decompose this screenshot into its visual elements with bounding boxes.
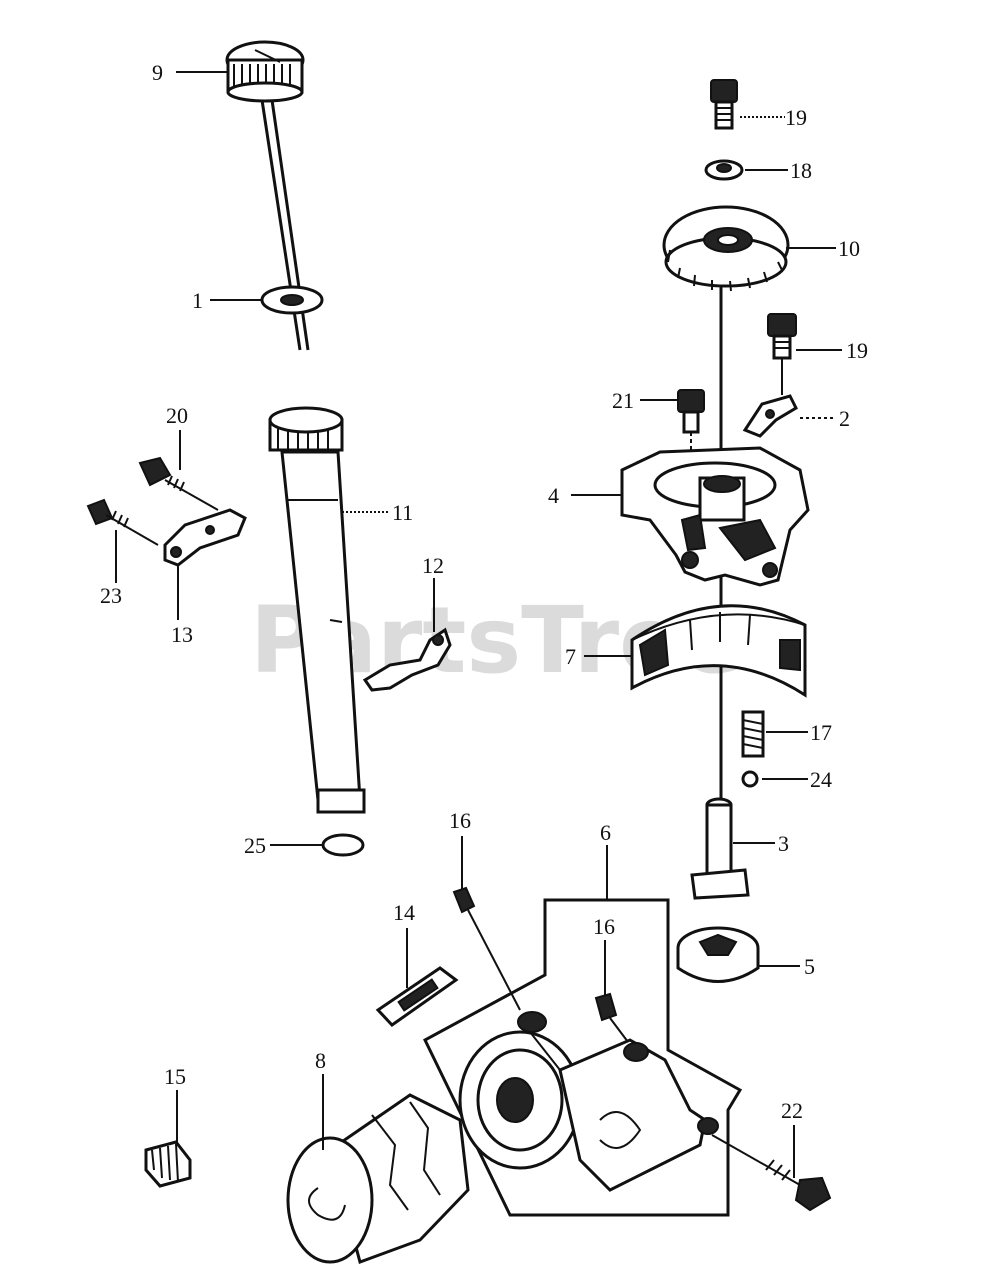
callout-labels: 9 1 11 20 23 13 12 25 19 18 10 19 21 2 4…: [100, 60, 868, 1123]
rotor-5-part[interactable]: [676, 926, 760, 983]
ball-24-part[interactable]: [741, 770, 759, 788]
clamp-12-part[interactable]: [362, 627, 452, 692]
callout-14: 14: [393, 900, 415, 925]
callout-25: 25: [244, 833, 266, 858]
callout-7: 7: [565, 644, 576, 669]
callout-23: 23: [100, 583, 122, 608]
callout-17: 17: [810, 720, 832, 745]
callout-15: 15: [164, 1064, 186, 1089]
bolt-19-top-part[interactable]: [710, 79, 738, 130]
spring-17-part[interactable]: [741, 710, 765, 758]
callout-9: 9: [152, 60, 163, 85]
plug-16a-part[interactable]: [452, 886, 521, 1011]
callout-21: 21: [612, 388, 634, 413]
bracket-13-part[interactable]: [163, 508, 247, 567]
callout-18: 18: [790, 158, 812, 183]
tube-nut: [268, 406, 344, 452]
drain-plug-15-part[interactable]: [144, 1140, 192, 1188]
bolt-22-part[interactable]: [711, 1134, 832, 1212]
gear-10-part[interactable]: [662, 205, 790, 292]
callout-8: 8: [315, 1048, 326, 1073]
callout-19-second: 19: [846, 338, 868, 363]
callout-5: 5: [804, 954, 815, 979]
callout-24: 24: [810, 767, 832, 792]
dipstick-assembly: [225, 40, 366, 857]
callout-13: 13: [171, 622, 193, 647]
callout-11: 11: [392, 500, 413, 525]
bolt-20-part[interactable]: [138, 456, 189, 494]
o-ring-part[interactable]: [321, 833, 365, 857]
dipstick-tube-part[interactable]: [280, 450, 366, 814]
washer-18-part[interactable]: [704, 159, 744, 181]
callout-19-top: 19: [785, 105, 807, 130]
pump-housing-4-part[interactable]: [620, 446, 810, 587]
callout-20: 20: [166, 403, 188, 428]
pump-shaft-3-part[interactable]: [690, 797, 750, 900]
oil-screen-7-part[interactable]: [630, 604, 807, 698]
callout-16-first: 16: [449, 808, 471, 833]
callout-12: 12: [422, 553, 444, 578]
callout-3: 3: [778, 831, 789, 856]
filter-adapter-part[interactable]: [458, 1011, 719, 1192]
grommet-part[interactable]: [260, 285, 324, 315]
gasket-14-part[interactable]: [375, 966, 459, 1027]
callout-4: 4: [548, 483, 559, 508]
callout-16-second: 16: [593, 914, 615, 939]
callout-10: 10: [838, 236, 860, 261]
bolt-23-part[interactable]: [86, 498, 133, 531]
oil-filter-8-part[interactable]: [286, 1093, 470, 1264]
bolt-19-second-part[interactable]: [767, 313, 797, 395]
plug-16b-part[interactable]: [594, 992, 629, 1043]
governor-arm-2-part[interactable]: [742, 394, 798, 438]
dipstick-cap-part[interactable]: [225, 40, 305, 103]
callout-6: 6: [600, 820, 611, 845]
callout-2: 2: [839, 406, 850, 431]
callout-22: 22: [781, 1098, 803, 1123]
callout-1: 1: [192, 288, 203, 313]
leader-lines: [115, 71, 842, 1178]
